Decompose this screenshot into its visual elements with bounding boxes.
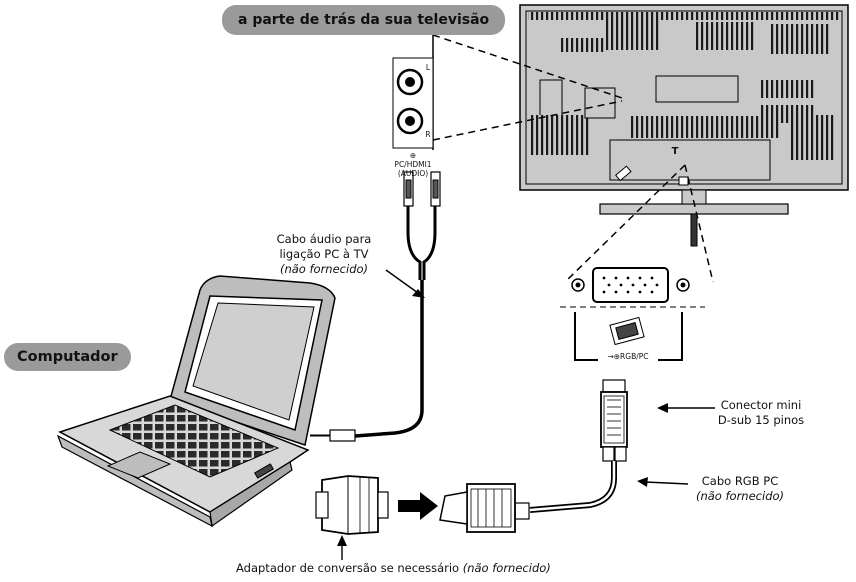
rgb-pc-port (560, 267, 705, 361)
audio-cable-line1: Cabo áudio para (276, 232, 372, 246)
conversion-adapter (315, 475, 389, 535)
connection-arrow-icon (398, 492, 438, 520)
audio-cable-note: (não fornecido) (279, 262, 369, 276)
adapter-text: Adaptador de conversão se necessário (236, 561, 460, 575)
rgb-cable (439, 379, 628, 533)
rgb-cable-line1: Cabo RGB PC (701, 474, 779, 488)
rgb-cable-note: (não fornecido) (695, 489, 785, 503)
connector-line2: D-sub 15 pinos (717, 413, 805, 427)
input-arrow-icon: →⊕ (607, 352, 621, 361)
audio-right-label: R (425, 130, 431, 139)
rgb-port-text: RGB/PC (620, 352, 649, 361)
audio-socket-title: PC/HDMI1 (394, 160, 432, 169)
rgb-cable-label: Cabo RGB PC (não fornecido) (680, 474, 800, 504)
audio-socket-sub: (AUDIO) (397, 169, 429, 178)
callout-arrows (337, 269, 715, 560)
tv-socket-mark: T (671, 146, 679, 157)
laptop-illustration (56, 275, 336, 528)
audio-cable-label: Cabo áudio para ligação PC à TV (não for… (258, 232, 390, 277)
audio-cable (310, 171, 441, 442)
computer-label: Computador (4, 343, 131, 371)
connector-label: Conector mini D-sub 15 pinos (706, 398, 816, 428)
adapter-label: Adaptador de conversão se necessário (nã… (236, 561, 551, 576)
rgb-port-label: →⊕RGB/PC (598, 352, 658, 361)
audio-left-label: L (425, 63, 431, 72)
tv-back-panel (519, 4, 849, 215)
audio-input-socket (392, 33, 434, 150)
audio-input-icon: ⊕ (409, 151, 417, 160)
connector-line1: Conector mini (720, 398, 802, 412)
audio-socket-name: ⊕ PC/HDMI1 (AUDIO) (382, 151, 444, 178)
audio-cable-line2: ligação PC à TV (279, 247, 369, 261)
adapter-note: (não fornecido) (462, 561, 551, 575)
tv-back-label: a parte de trás da sua televisão (222, 5, 506, 35)
